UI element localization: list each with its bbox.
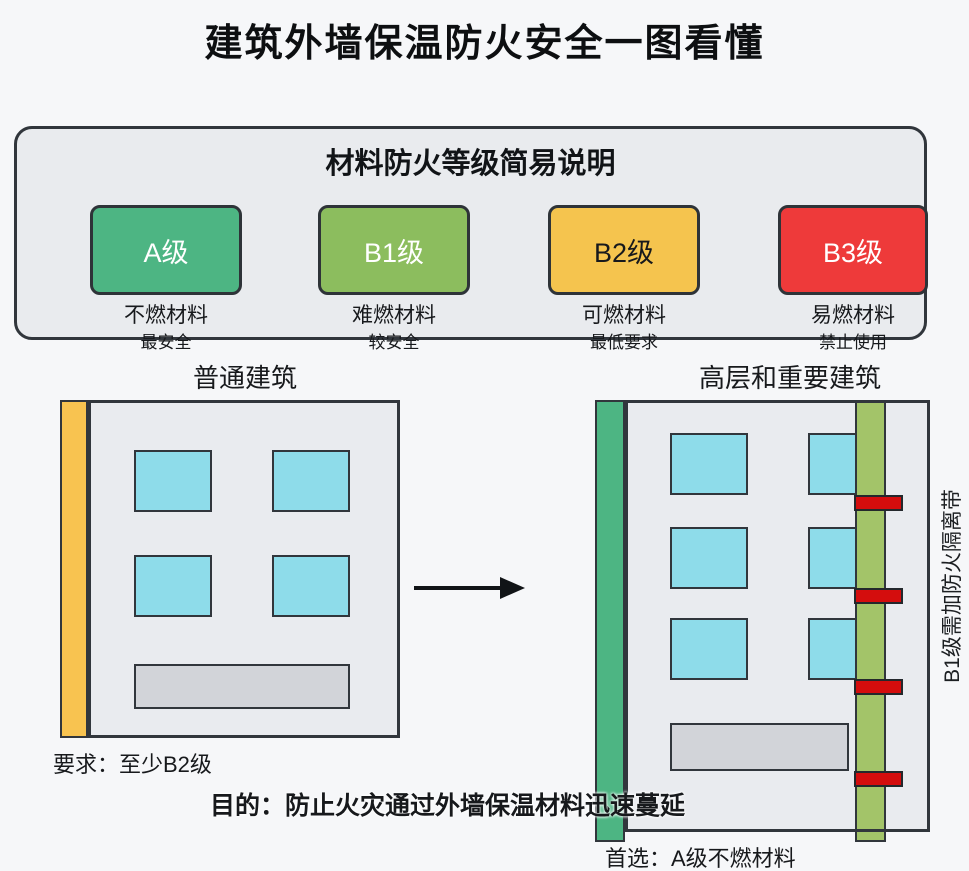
- grade-b1-badge: B1级: [318, 205, 470, 295]
- grade-b2-material: 可燃材料: [582, 304, 666, 327]
- grade-b3-label: B3级: [822, 237, 884, 268]
- grade-b3-note: 禁止使用: [819, 333, 887, 352]
- grade-a-label: A级: [143, 237, 189, 268]
- purpose-label: 目的：防止火灾通过外墙保温材料迅速蔓延: [210, 792, 686, 820]
- fire-barrier-bar: [854, 679, 903, 695]
- highrise-building-door: [670, 723, 849, 771]
- window: [134, 555, 212, 617]
- grade-b2-label: B2级: [593, 237, 655, 268]
- grade-b3-badge: B3级: [778, 205, 928, 295]
- fire-barrier-bar: [854, 771, 903, 787]
- grade-a-material: 不燃材料: [124, 304, 208, 327]
- grade-b1-label: B1级: [363, 237, 425, 268]
- grade-a-note: 最安全: [140, 333, 192, 352]
- grade-b3-material: 易燃材料: [811, 304, 895, 327]
- ordinary-building-door: [134, 664, 350, 709]
- ordinary-building-title: 普通建筑: [192, 363, 297, 393]
- grade-b2-badge: B2级: [548, 205, 700, 295]
- grade-b1-note: 较安全: [368, 333, 420, 352]
- grade-b1-material: 难燃材料: [352, 304, 436, 327]
- window: [134, 450, 212, 512]
- fire-barrier-note-vertical: B1级需加防火隔离带: [941, 489, 964, 683]
- preferred-material-label: 首选：A级不燃材料: [605, 846, 796, 871]
- window: [272, 555, 350, 617]
- highrise-building-title: 高层和重要建筑: [698, 363, 881, 393]
- page-title: 建筑外墙保温防火安全一图看懂: [204, 23, 765, 65]
- highrise-insulation-strip: [595, 400, 625, 842]
- window: [670, 527, 748, 589]
- fire-barrier-bar: [854, 495, 903, 511]
- window: [670, 433, 748, 495]
- grade-a-badge: A级: [90, 205, 242, 295]
- legend-title: 材料防火等级简易说明: [325, 148, 616, 180]
- window: [272, 450, 350, 512]
- window: [670, 618, 748, 680]
- grade-b2-note: 最低要求: [590, 333, 658, 352]
- ordinary-insulation-strip: [60, 400, 88, 738]
- ordinary-requirement-label: 要求：至少B2级: [53, 752, 212, 777]
- arrow-right-icon: [412, 570, 527, 606]
- fire-barrier-bar: [854, 588, 903, 604]
